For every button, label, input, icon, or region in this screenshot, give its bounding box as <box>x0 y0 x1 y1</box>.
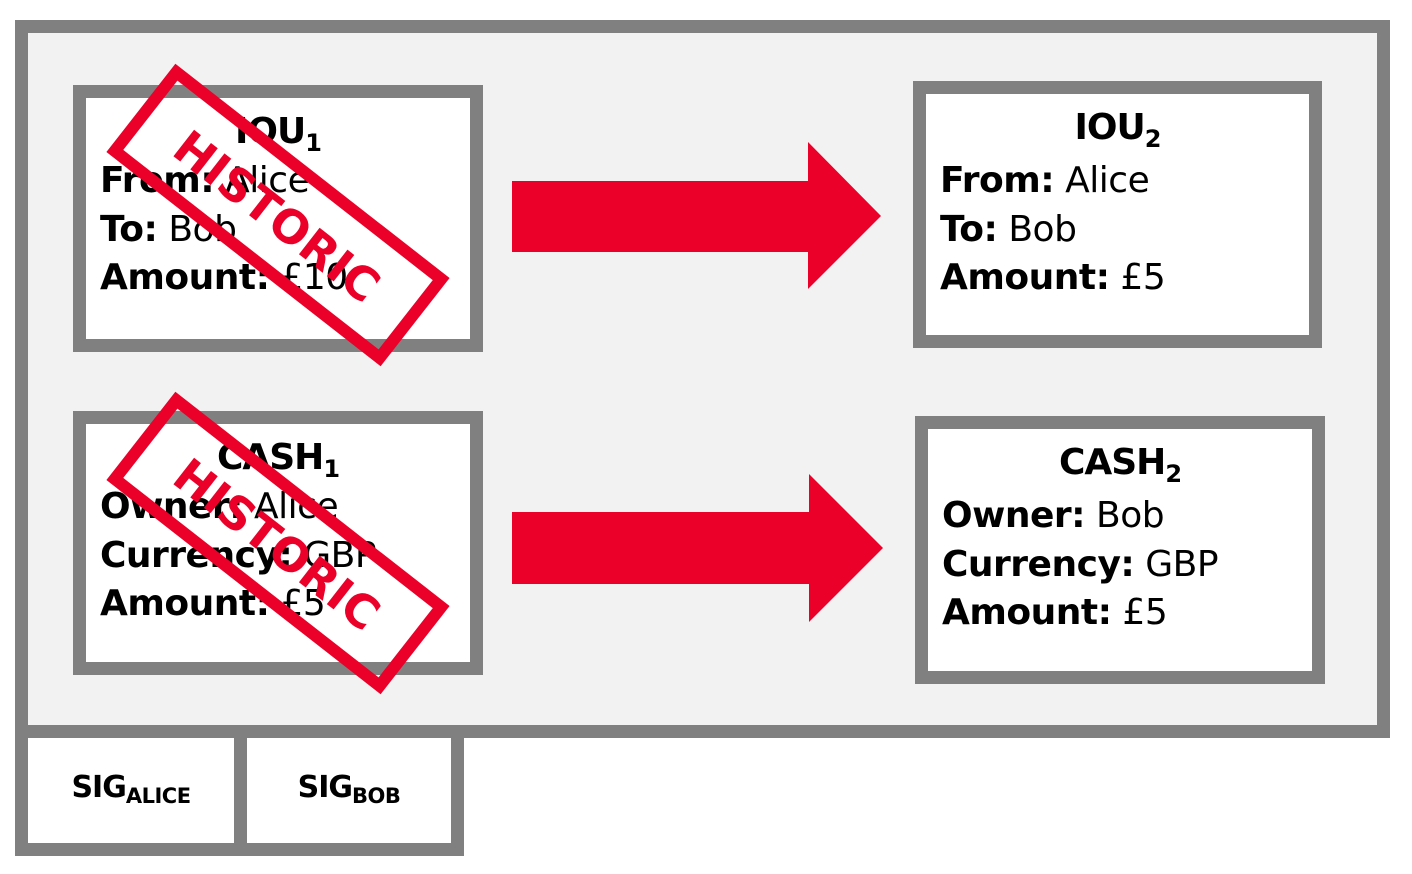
iou-transition-arrow-icon <box>512 142 881 289</box>
state-title: CASH2 <box>1058 442 1182 488</box>
currency-line: Currency: GBP <box>942 544 1219 585</box>
amount-line: Amount: £10 <box>100 257 348 298</box>
historic-stamp-iou: HISTORIC <box>106 63 450 367</box>
signature-label: SIGALICE <box>71 770 191 808</box>
signature-bob: SIGBOB <box>234 725 464 856</box>
signature-label: SIGBOB <box>297 770 401 808</box>
to-line: To: Bob <box>100 209 237 250</box>
state-title: IOU2 <box>1074 107 1162 153</box>
owner-line: Owner: Bob <box>942 495 1165 536</box>
iou-output-state: IOU2 From: Alice To: Bob Amount: £5 <box>913 81 1322 348</box>
cash-output-state: CASH2 Owner: Bob Currency: GBP Amount: £… <box>915 416 1325 684</box>
cash-input-state: CASH1 Owner: Alice Currency: GBP Amount:… <box>73 411 483 675</box>
signature-alice: SIGALICE <box>15 725 247 856</box>
from-line: From: Alice <box>940 160 1150 201</box>
historic-stamp-cash: HISTORIC <box>106 391 450 695</box>
amount-line: Amount: £5 <box>942 592 1168 633</box>
from-line: From: Alice <box>100 160 310 201</box>
cash-transition-arrow-icon <box>512 474 883 622</box>
to-line: To: Bob <box>940 209 1077 250</box>
amount-line: Amount: £5 <box>940 257 1166 298</box>
